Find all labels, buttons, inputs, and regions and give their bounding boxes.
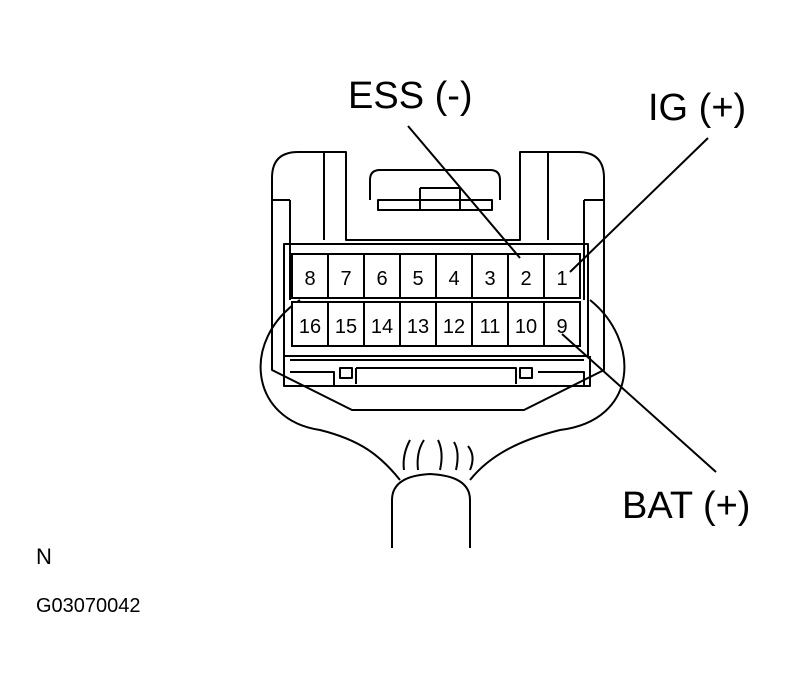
pin-number: 14 bbox=[371, 316, 393, 338]
pin-cell-8: 8 bbox=[291, 253, 329, 299]
pin-cell-16: 16 bbox=[291, 301, 329, 347]
pin-box bbox=[435, 253, 473, 299]
pin-cell-2: 2 bbox=[507, 253, 545, 299]
pin-number: 15 bbox=[335, 316, 357, 338]
leader-line-ig bbox=[569, 137, 709, 273]
pin-box bbox=[399, 301, 437, 347]
pin-cell-4: 4 bbox=[435, 253, 473, 299]
pin-number: 1 bbox=[556, 268, 567, 290]
pin-number: 5 bbox=[412, 268, 423, 290]
pin-box bbox=[363, 301, 401, 347]
pin-grid: 8 7 6 5 4 3 2 1 16 15 14 13 12 11 10 9 bbox=[291, 253, 581, 347]
pin-number: 10 bbox=[515, 316, 537, 338]
pin-box bbox=[327, 301, 365, 347]
pin-number: 16 bbox=[299, 316, 321, 338]
pin-number: 12 bbox=[443, 316, 465, 338]
pin-box bbox=[507, 253, 545, 299]
pin-box bbox=[291, 253, 329, 299]
view-letter: N bbox=[36, 544, 52, 569]
pin-box bbox=[471, 253, 509, 299]
pin-number: 6 bbox=[376, 268, 387, 290]
pin-cell-13: 13 bbox=[399, 301, 437, 347]
pin-number: 9 bbox=[556, 316, 567, 338]
leader-line-bat bbox=[561, 333, 717, 473]
pin-cell-15: 15 bbox=[327, 301, 365, 347]
pin-box bbox=[399, 253, 437, 299]
pin-cell-11: 11 bbox=[471, 301, 509, 347]
pin-number: 8 bbox=[304, 268, 315, 290]
pin-number: 3 bbox=[484, 268, 495, 290]
pin-cell-5: 5 bbox=[399, 253, 437, 299]
pin-number: 4 bbox=[448, 268, 459, 290]
pin-number: 11 bbox=[480, 316, 501, 338]
leader-lines bbox=[407, 125, 717, 473]
pin-box bbox=[327, 253, 365, 299]
pin-cell-7: 7 bbox=[327, 253, 365, 299]
label-ig: IG (+) bbox=[648, 87, 746, 129]
pin-number: 2 bbox=[520, 268, 531, 290]
pin-box bbox=[543, 253, 581, 299]
pin-cell-9: 9 bbox=[543, 301, 581, 347]
pin-cell-12: 12 bbox=[435, 301, 473, 347]
figure-code: G03070042 bbox=[36, 595, 141, 617]
pin-cell-3: 3 bbox=[471, 253, 509, 299]
pin-cell-14: 14 bbox=[363, 301, 401, 347]
label-bat: BAT (+) bbox=[622, 485, 750, 527]
pin-cell-10: 10 bbox=[507, 301, 545, 347]
pin-cell-6: 6 bbox=[363, 253, 401, 299]
label-ess: ESS (-) bbox=[348, 75, 473, 117]
pin-box bbox=[543, 301, 581, 347]
pin-box bbox=[435, 301, 473, 347]
pin-cell-1: 1 bbox=[543, 253, 581, 299]
pin-number: 7 bbox=[340, 268, 351, 290]
leader-line-ess bbox=[407, 125, 521, 259]
pin-number: 13 bbox=[407, 316, 429, 338]
connector-housing bbox=[259, 151, 626, 548]
pin-box bbox=[291, 301, 329, 347]
